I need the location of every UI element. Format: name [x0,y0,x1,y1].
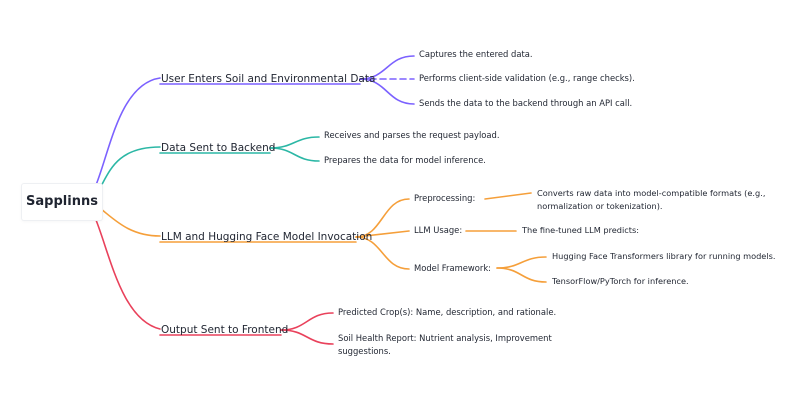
framework-hugging-face-text: Hugging Face Transformers library for ru… [552,251,776,261]
connector-framework-tensorflow [496,267,547,283]
user-enters-api-call-text: Sends the data to the backend through an… [419,98,633,108]
backend-parse-payload-text: Receives and parses the request payload. [324,130,500,140]
branch-output-frontend: Output Sent to Frontend [161,324,289,336]
output-soil-health-line-1: Soil Health Report: Nutrient analysis, I… [338,333,552,343]
user-enters-validation-text: Performs client-side validation (e.g., r… [419,73,635,83]
connector-backend-parse [269,136,320,149]
model-framework-label: Model Framework: [414,263,491,273]
connector-preprocessing-detail [484,192,532,200]
connector-user-enters-capture [359,55,415,80]
output-predicted-crop-text: Predicted Crop(s): Name, description, an… [338,307,557,317]
output-soil-health-line-2: suggestions. [338,346,391,356]
branch-llm-invocation: LLM and Hugging Face Model Invocation [161,231,373,243]
llm-usage-detail: The fine-tuned LLM predicts: [522,225,640,235]
llm-preprocessing-label: Preprocessing: [414,193,476,203]
root-node-box [22,184,102,220]
connector-root-to-output [95,219,161,330]
connector-root-to-user-enters [95,77,161,186]
connector-root-to-backend [99,146,161,189]
user-enters-capture-text: Captures the entered data. [419,49,533,59]
connector-backend-prepare [269,147,320,162]
connector-user-enters-api-call [359,78,415,105]
connector-llm-usage [355,230,410,238]
llm-usage-label: LLM Usage: [414,225,463,235]
preprocessing-detail-line-2: normalization or tokenization). [537,201,663,211]
connector-root-to-llm [100,208,161,237]
root-node-label: Sapplinns [26,194,98,209]
backend-prepare-inference-text: Prepares the data for model inference. [324,155,486,165]
connector-framework-hugging-face [496,256,547,269]
framework-tensorflow-pytorch-text: TensorFlow/PyTorch for inference. [552,276,689,286]
connector-output-soil-health [280,329,334,345]
preprocessing-detail-line-1: Converts raw data into model-compatible … [537,188,766,198]
connector-llm-framework [355,236,410,270]
branch-user-enters-data: User Enters Soil and Environmental Data [161,73,376,85]
connector-output-predicted-crop [280,312,334,331]
branch-data-sent-backend: Data Sent to Backend [161,142,276,154]
